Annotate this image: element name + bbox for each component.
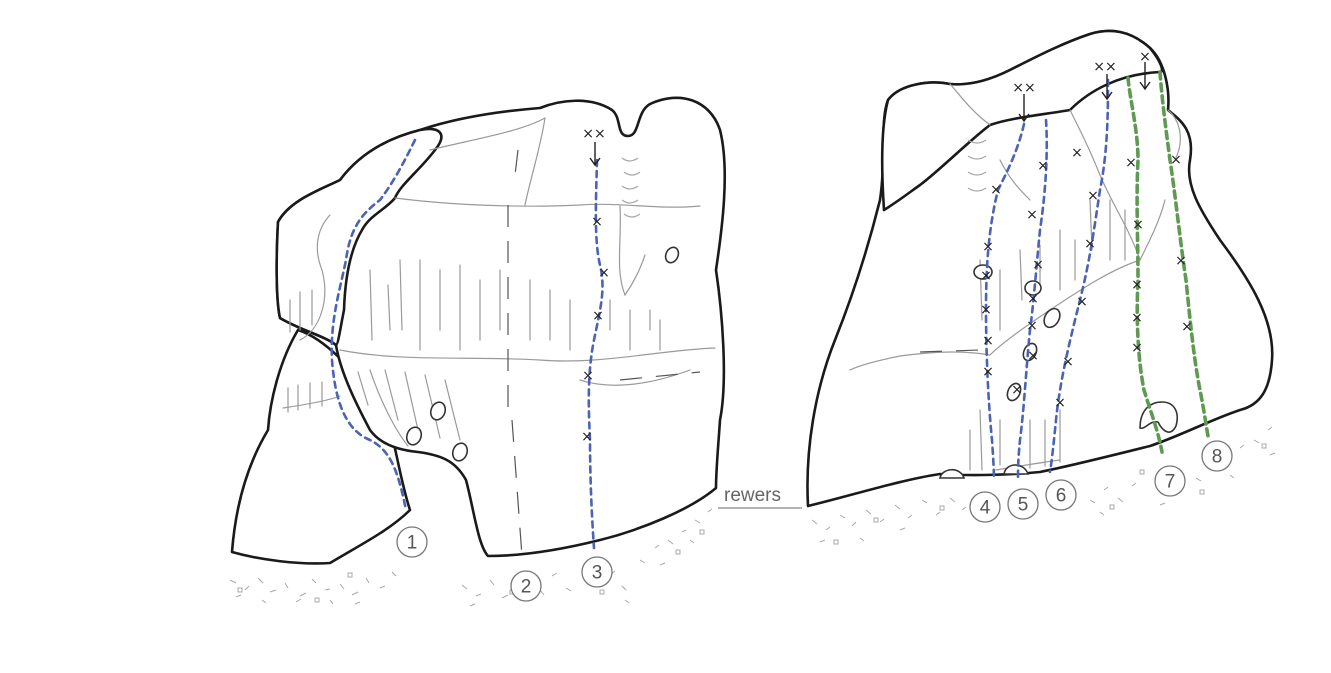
bolt-marker: × xyxy=(1032,257,1044,273)
route-7-line xyxy=(1126,76,1164,454)
bolt-marker: × xyxy=(1125,155,1137,171)
bolt-marker: × xyxy=(1026,207,1038,223)
bolt-marker: × xyxy=(1054,395,1066,411)
route-number-3-text: 3 xyxy=(592,563,603,584)
bolt-marker: × xyxy=(1170,152,1182,168)
bolt-marker: × xyxy=(1087,188,1099,204)
bolt-marker: × xyxy=(1131,340,1143,356)
route-number-1-text: 1 xyxy=(407,533,418,554)
route-number-6: 6 xyxy=(1045,479,1077,511)
bolt-marker: × xyxy=(1037,158,1049,174)
route-number-4: 4 xyxy=(969,491,1001,523)
left-boulder-flake-marks xyxy=(621,157,641,218)
pocket-hole xyxy=(664,246,680,264)
right-boulder-texture xyxy=(849,83,1181,479)
route-number-5: 5 xyxy=(1007,488,1039,520)
anchor-marker: ×× xyxy=(582,126,605,142)
bolt-marker: × xyxy=(1131,310,1143,326)
route-number-7: 7 xyxy=(1154,465,1186,497)
pocket-hole xyxy=(429,401,447,421)
bolt-marker: × xyxy=(982,364,994,380)
route-number-5-text: 5 xyxy=(1018,495,1029,516)
bolt-marker: × xyxy=(980,302,992,318)
pocket-hole xyxy=(405,426,423,446)
bolt-marker: × xyxy=(1027,348,1039,364)
bolt-marker: × xyxy=(1062,354,1074,370)
bolt-marker: × xyxy=(1131,277,1143,293)
bolt-marker: × xyxy=(1084,236,1096,252)
bolt-marker: × xyxy=(1181,319,1193,335)
route-number-1: 1 xyxy=(396,526,428,558)
route-5-line xyxy=(1016,118,1049,480)
right-boulder-arch xyxy=(1139,401,1178,433)
route-6-line xyxy=(1048,78,1110,474)
right-boulder-flake-marks xyxy=(967,139,987,192)
bolt-marker: × xyxy=(592,308,604,324)
bolt-marker: × xyxy=(1175,253,1187,269)
bolt-marker: × xyxy=(982,239,994,255)
bolt-marker: × xyxy=(581,429,593,445)
anchor-marker: ×× xyxy=(1012,80,1035,96)
bolt-marker: × xyxy=(1071,145,1083,161)
bolt-marker: × xyxy=(982,333,994,349)
rewers-label-group: rewers xyxy=(718,485,802,509)
route-number-8: 8 xyxy=(1201,440,1233,472)
bolt-marker: × xyxy=(1132,217,1144,233)
route-number-6-text: 6 xyxy=(1056,486,1067,507)
route-number-2: 2 xyxy=(510,570,542,602)
route-4-line xyxy=(984,122,1026,482)
route-number-8-text: 8 xyxy=(1212,447,1223,468)
bolt-marker: × xyxy=(1026,318,1038,334)
bolt-marker: × xyxy=(598,265,610,281)
route-number-4-text: 4 xyxy=(980,498,991,519)
pocket-hole xyxy=(451,442,469,462)
route-8-line xyxy=(1158,70,1210,438)
bolt-marker: × xyxy=(980,268,992,284)
rewers-label: rewers xyxy=(724,485,781,506)
bolt-markers: ××××××××××××××××××××××××××××××××××××××× xyxy=(581,49,1193,445)
route-3-line xyxy=(587,158,604,550)
left-boulder-main-block xyxy=(275,96,727,558)
route-number-7-text: 7 xyxy=(1165,472,1176,493)
pocket-hole xyxy=(939,468,966,479)
lower-off-arrows xyxy=(589,62,1151,167)
left-boulder xyxy=(229,96,727,607)
bolt-marker: × xyxy=(591,214,603,230)
route-number-3: 3 xyxy=(581,556,613,588)
route-number-2-text: 2 xyxy=(521,577,532,598)
right-gravel xyxy=(811,426,1276,545)
bolt-marker: × xyxy=(1076,294,1088,310)
bolt-marker: × xyxy=(1011,382,1023,398)
bolt-marker: × xyxy=(1027,291,1039,307)
anchor-marker: × xyxy=(1139,49,1151,65)
bolt-marker: × xyxy=(990,182,1002,198)
right-boulder-top-block xyxy=(880,29,1164,212)
left-boulder-texture xyxy=(282,117,716,557)
anchor-marker: ×× xyxy=(1093,59,1116,75)
route-1-line xyxy=(330,138,417,512)
pocket-hole xyxy=(1043,307,1061,329)
pocket-hole xyxy=(1006,382,1022,402)
left-boulder-top-cap xyxy=(275,127,443,347)
right-boulder xyxy=(806,29,1276,545)
bolt-marker: × xyxy=(582,368,594,384)
